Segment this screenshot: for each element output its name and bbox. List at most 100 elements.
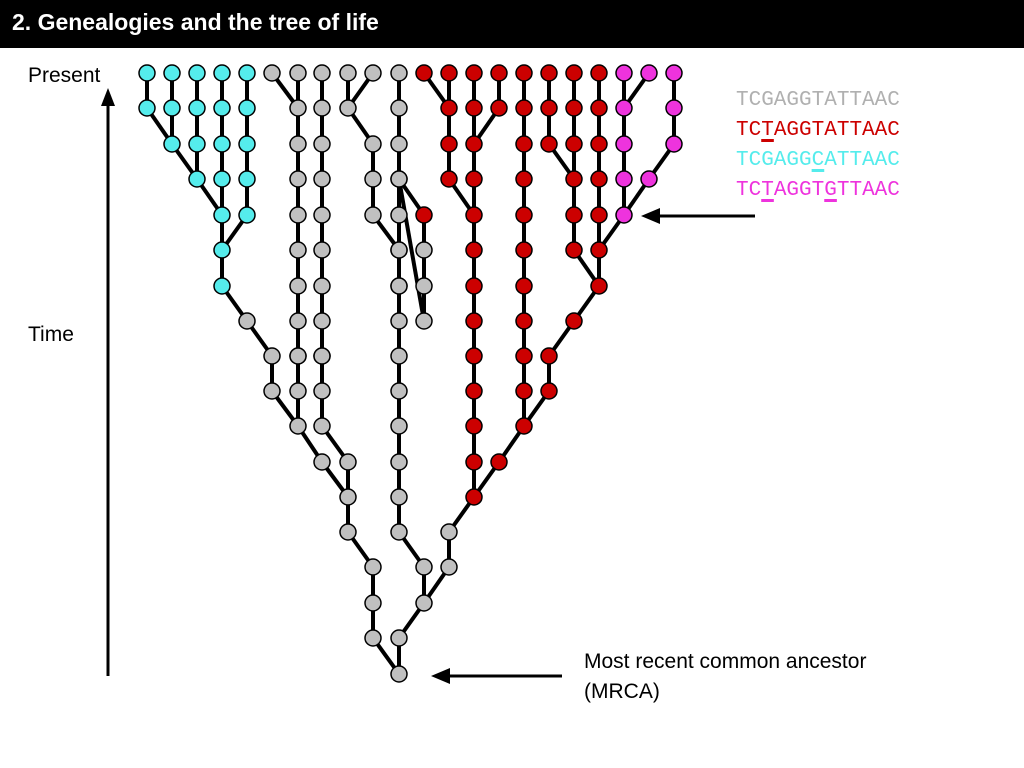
genealogy-node <box>465 241 483 259</box>
genealogy-node <box>515 99 533 117</box>
genealogy-node <box>415 241 433 259</box>
genealogy-node <box>440 64 458 82</box>
sequence-cyan: TCGAGGCATTAAC <box>736 149 900 173</box>
genealogy-node <box>440 558 458 576</box>
genealogy-node <box>465 64 483 82</box>
genealogy-node <box>515 135 533 153</box>
genealogy-node <box>390 64 408 82</box>
genealogy-node <box>640 64 658 82</box>
genealogy-node <box>163 64 181 82</box>
genealogy-node <box>364 135 382 153</box>
genealogy-node <box>615 170 633 188</box>
genealogy-node <box>313 135 331 153</box>
genealogy-node <box>590 206 608 224</box>
genealogy-node <box>515 170 533 188</box>
genealogy-node <box>364 64 382 82</box>
genealogy-node <box>415 312 433 330</box>
genealogy-node <box>238 312 256 330</box>
genealogy-node <box>415 277 433 295</box>
genealogy-node <box>390 206 408 224</box>
genealogy-node <box>640 170 658 188</box>
genealogy-node <box>138 99 156 117</box>
genealogy-node <box>238 64 256 82</box>
genealogy-node <box>515 206 533 224</box>
genealogy-node <box>364 629 382 647</box>
genealogy-node <box>665 64 683 82</box>
genealogy-node <box>213 241 231 259</box>
sequence-segment: TC <box>736 119 762 142</box>
genealogy-node <box>465 417 483 435</box>
genealogy-node <box>263 382 281 400</box>
genealogy-node <box>289 64 307 82</box>
genealogy-node <box>465 135 483 153</box>
genealogy-node <box>465 99 483 117</box>
genealogy-node <box>390 629 408 647</box>
genealogy-node <box>313 277 331 295</box>
genealogy-node <box>313 206 331 224</box>
genealogy-node <box>339 488 357 506</box>
present-label: Present <box>28 64 101 87</box>
sequence-magenta: TCTAGGTGTTAAC <box>736 179 900 203</box>
genealogy-node <box>313 99 331 117</box>
genealogy-node <box>313 382 331 400</box>
genealogy-node <box>213 277 231 295</box>
genealogy-node <box>465 347 483 365</box>
genealogy-node <box>465 206 483 224</box>
sequence-segment: ATTAAC <box>824 149 900 172</box>
genealogy-node <box>339 99 357 117</box>
genealogy-node <box>490 99 508 117</box>
genealogy-node <box>540 347 558 365</box>
genealogy-node <box>213 135 231 153</box>
genealogy-node <box>163 99 181 117</box>
mrca-label-line1: Most recent common ancestor <box>584 650 867 673</box>
genealogy-node <box>313 347 331 365</box>
genealogy-node <box>515 347 533 365</box>
genealogy-node <box>440 523 458 541</box>
sequence-ancestral: TCGAGGTATTAAC <box>736 89 900 113</box>
genealogy-node <box>615 135 633 153</box>
genealogy-node <box>238 99 256 117</box>
genealogy-node <box>213 206 231 224</box>
page-title: 2. Genealogies and the tree of life <box>12 9 379 35</box>
genealogy-node <box>565 135 583 153</box>
genealogy-node <box>390 312 408 330</box>
genealogy-node <box>515 417 533 435</box>
genealogy-node <box>540 382 558 400</box>
genealogy-node <box>415 594 433 612</box>
genealogy-node <box>263 64 281 82</box>
time-arrow-head <box>101 88 115 106</box>
genealogy-node <box>615 206 633 224</box>
genealogy-node <box>415 558 433 576</box>
mutated-base: T <box>761 119 774 142</box>
genealogy-node <box>390 488 408 506</box>
genealogy-node <box>339 64 357 82</box>
genealogy-node <box>590 241 608 259</box>
genealogy-node <box>540 64 558 82</box>
genealogy-node <box>665 99 683 117</box>
genealogy-node <box>313 453 331 471</box>
mutation-arrow-head <box>641 208 660 224</box>
genealogy-node <box>390 99 408 117</box>
genealogy-node <box>364 594 382 612</box>
genealogy-node <box>615 64 633 82</box>
genealogy-node <box>390 453 408 471</box>
genealogy-node <box>364 206 382 224</box>
genealogy-node <box>390 170 408 188</box>
genealogy-node <box>565 170 583 188</box>
genealogy-node <box>289 347 307 365</box>
sequence-segment: TTAAC <box>836 179 900 202</box>
genealogy-node <box>415 206 433 224</box>
genealogy-node <box>263 347 281 365</box>
genealogy-node <box>313 64 331 82</box>
genealogy-node <box>540 99 558 117</box>
genealogy-node <box>465 277 483 295</box>
genealogy-node <box>515 382 533 400</box>
sequence-segment: TC <box>736 179 762 202</box>
genealogy-node <box>289 277 307 295</box>
genealogy-node <box>339 523 357 541</box>
genealogy-node <box>465 453 483 471</box>
title-bar: 2. Genealogies and the tree of life <box>0 0 1024 48</box>
genealogy-node <box>364 558 382 576</box>
genealogy-node <box>515 277 533 295</box>
genealogy-node <box>188 99 206 117</box>
